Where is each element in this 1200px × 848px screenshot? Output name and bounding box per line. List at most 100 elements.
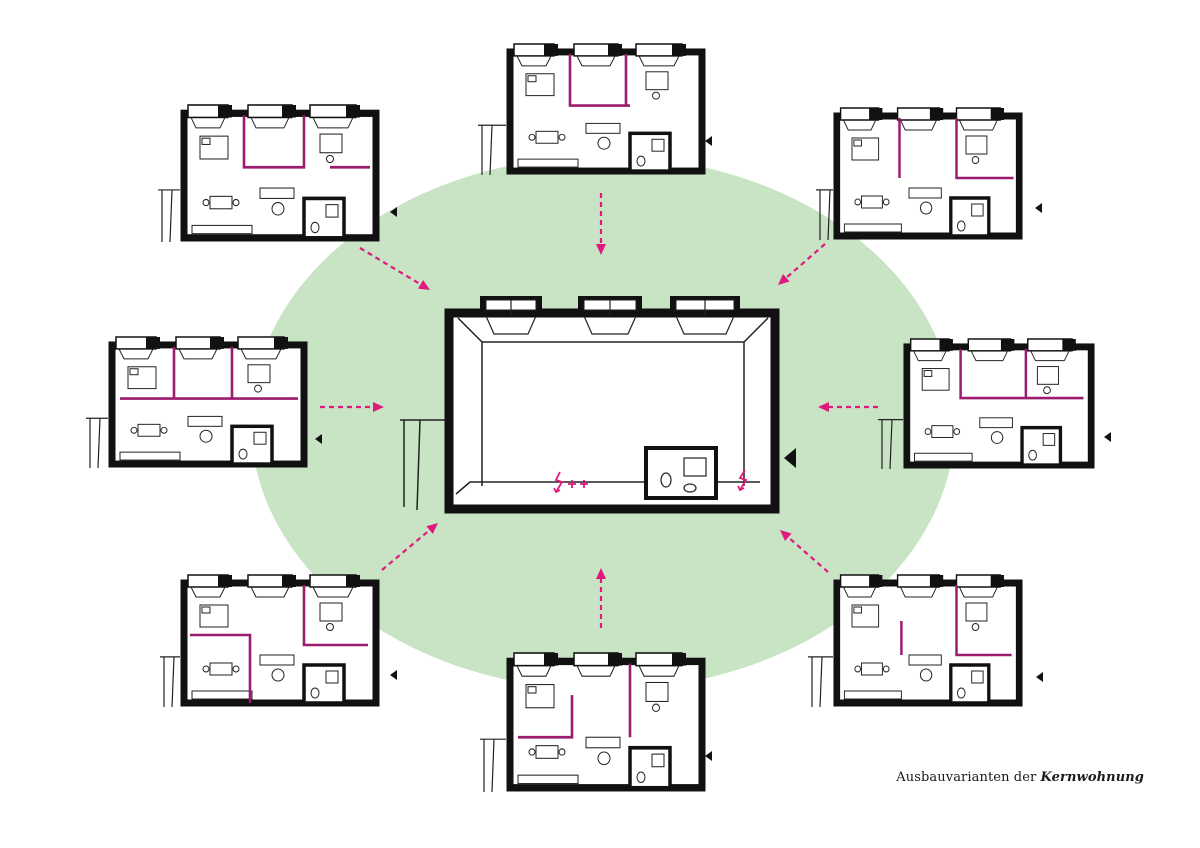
chair <box>558 133 566 141</box>
variant-floorplan <box>160 574 397 708</box>
table <box>990 431 1004 444</box>
furniture <box>199 602 343 682</box>
chair <box>652 703 660 712</box>
dashed-arrow <box>381 523 438 571</box>
wall-pier <box>218 575 232 587</box>
toilet <box>956 220 966 232</box>
desk <box>247 364 271 384</box>
desk <box>965 602 988 622</box>
window-reveal <box>178 348 218 360</box>
arrow-shaft <box>381 529 431 571</box>
bed <box>525 684 555 709</box>
chair <box>854 198 862 206</box>
toilet <box>956 687 966 699</box>
sofa <box>908 654 942 666</box>
chair <box>971 156 980 164</box>
furniture <box>525 681 669 766</box>
window-reveal <box>958 119 998 131</box>
dining-table <box>535 130 559 144</box>
chair <box>971 623 980 631</box>
furniture <box>851 135 988 215</box>
dashed-arrow <box>596 193 606 255</box>
wall-pier <box>282 575 296 587</box>
caption-prefix: Ausbauvarianten der <box>896 770 1041 785</box>
caption-emphasis: Kernwohnung <box>1040 770 1144 785</box>
chair <box>160 426 168 434</box>
sofa <box>259 654 295 666</box>
chair <box>232 665 240 673</box>
plan-body <box>506 652 706 792</box>
wall-pier <box>218 105 232 118</box>
wall-pier <box>939 339 953 351</box>
bed <box>199 604 229 628</box>
plan-body <box>108 336 308 468</box>
utility-connection-icon <box>553 471 588 494</box>
toilet <box>1028 449 1037 461</box>
wall-pier <box>672 653 686 666</box>
entrance-arrow-icon <box>390 207 397 217</box>
dashed-arrow <box>320 402 384 412</box>
desk <box>965 135 988 155</box>
wall-pier <box>990 108 1004 120</box>
window-reveal <box>190 586 226 598</box>
plan-body <box>506 43 706 175</box>
bed <box>851 137 880 161</box>
window-reveal <box>900 586 937 598</box>
dashed-arrow <box>818 402 878 412</box>
toilet <box>238 448 248 460</box>
sofa <box>259 187 295 199</box>
entrance-arrow-icon <box>1104 432 1111 442</box>
shower-tray <box>1042 433 1056 446</box>
arrow-group <box>320 193 878 628</box>
variant-floorplan <box>86 336 322 469</box>
variant-floorplan <box>816 107 1042 241</box>
kitchen-counter <box>843 223 902 233</box>
sofa <box>585 736 621 749</box>
wall-pier <box>1062 339 1076 351</box>
chair <box>202 198 210 207</box>
chair <box>202 665 210 673</box>
core-inner-reveal <box>455 317 769 495</box>
variant-floorplan <box>808 574 1043 708</box>
wall-pier <box>672 44 686 56</box>
kitchen-counter <box>517 774 579 785</box>
toilet <box>310 221 320 234</box>
window-reveal <box>516 55 552 67</box>
arrow-head <box>818 402 829 412</box>
partition-walls <box>120 346 298 400</box>
furniture <box>199 133 343 216</box>
window-reveal <box>576 665 616 677</box>
balcony-railing <box>816 189 833 241</box>
pillow <box>923 370 933 377</box>
pillow <box>527 75 537 83</box>
kitchen-counter <box>517 158 579 168</box>
arrow-head <box>778 274 790 285</box>
partition-walls <box>518 663 632 739</box>
dining-table <box>535 745 559 759</box>
chair <box>558 748 566 756</box>
toilet <box>636 155 646 167</box>
chair <box>924 428 932 436</box>
chair <box>130 426 138 434</box>
window-reveal <box>516 665 552 677</box>
dashed-arrow <box>359 247 430 290</box>
plan-outer-wall <box>180 579 380 707</box>
partition-walls <box>898 118 1014 180</box>
variant-floorplan <box>878 338 1111 470</box>
window-reveal <box>958 586 998 598</box>
window-reveal <box>312 117 354 129</box>
window-reveal <box>900 119 937 131</box>
bed <box>525 73 555 97</box>
chair <box>1043 386 1051 395</box>
furniture <box>525 71 669 150</box>
furniture <box>127 364 271 443</box>
partition-walls <box>190 585 368 703</box>
dining-table <box>861 662 883 676</box>
arrow-head <box>780 530 792 542</box>
caption: Ausbauvarianten der Kernwohnung <box>896 770 1144 785</box>
partition-walls <box>959 348 1084 400</box>
window-reveal <box>576 55 616 67</box>
shower-tray <box>971 203 984 217</box>
chair <box>326 154 334 164</box>
table <box>597 751 611 766</box>
